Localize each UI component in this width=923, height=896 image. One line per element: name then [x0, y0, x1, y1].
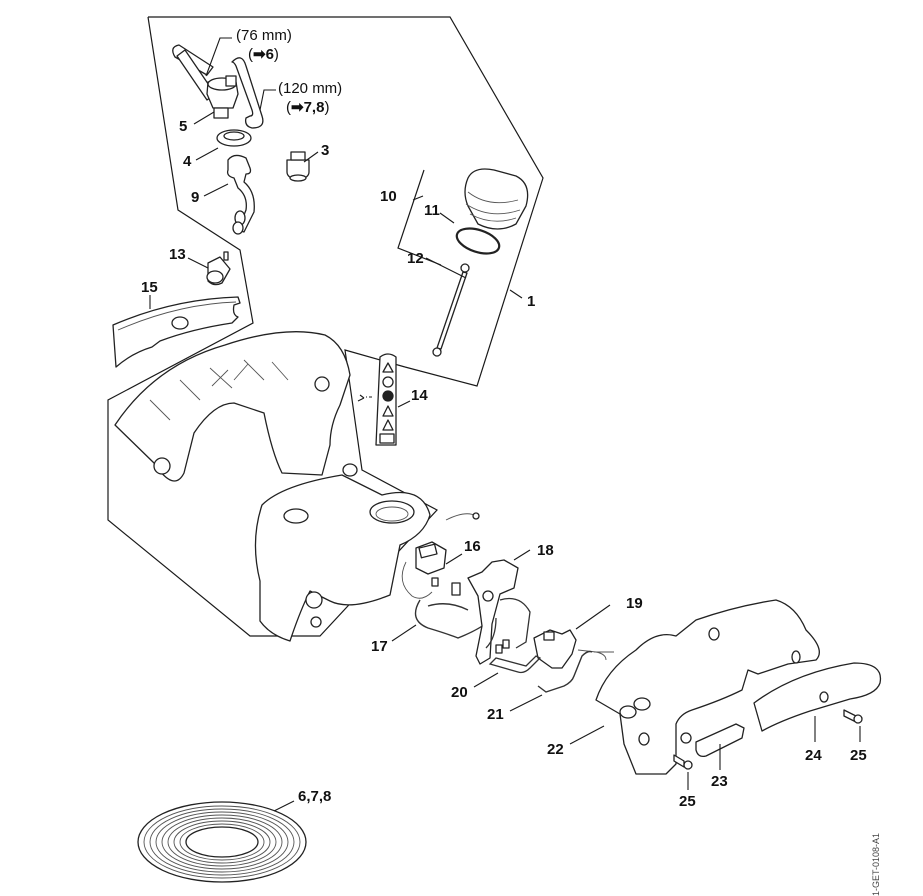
- part-handle-molding: [595, 599, 820, 775]
- callout-19: 19: [626, 595, 643, 612]
- top-group-outline-left: [107, 16, 438, 637]
- hose-76mm-ref: (➡6): [248, 46, 279, 63]
- part-handle-cover: [753, 662, 882, 732]
- part-spring-clip: [488, 655, 542, 674]
- part-warning-label: [357, 353, 397, 446]
- part-o-ring: [455, 227, 501, 255]
- part-lock-lever: [680, 723, 745, 758]
- hose-120mm-length: (120 mm): [278, 80, 342, 97]
- callout-9: 9: [191, 189, 199, 206]
- part-switch-housing: [533, 629, 614, 669]
- part-pickup-filter: [286, 151, 310, 182]
- hose-76mm-length: (76 mm): [236, 27, 292, 44]
- callout-labels: 1 3 4 5 9 10 11 12 13 14 15 16 17 18 19 …: [141, 118, 867, 810]
- leader-lines: [149, 37, 861, 812]
- callout-20: 20: [451, 684, 468, 701]
- part-wire-spring: [537, 650, 593, 693]
- callout-18: 18: [537, 542, 554, 559]
- callout-25-left: 25: [679, 793, 696, 810]
- callout-11: 11: [424, 202, 440, 219]
- hose-120mm-annotation: (120 mm) (➡7,8): [278, 80, 342, 116]
- part-fuel-hose: [226, 154, 255, 235]
- hose-120mm-ref: (➡7,8): [286, 99, 329, 116]
- part-annular-buffer: [206, 251, 231, 286]
- arrow-right-icon: ➡: [291, 99, 304, 116]
- callout-6-7-8: 6,7,8: [298, 788, 331, 805]
- arrow-right-icon: ➡: [253, 46, 266, 63]
- hose-76mm-annotation: (76 mm) (➡6): [236, 27, 292, 63]
- callout-22: 22: [547, 741, 564, 758]
- part-hose-coil: [137, 801, 307, 883]
- bracket-10: [397, 169, 442, 266]
- part-switch: [401, 512, 480, 599]
- part-screw-left: [673, 754, 693, 770]
- callout-24: 24: [805, 747, 822, 764]
- callout-17: 17: [371, 638, 388, 655]
- part-screw-right: [843, 709, 863, 724]
- callout-21: 21: [487, 706, 504, 723]
- callout-23: 23: [711, 773, 728, 790]
- callout-3: 3: [321, 142, 329, 159]
- callout-25-right: 25: [850, 747, 867, 764]
- callout-14: 14: [411, 387, 428, 404]
- top-group-outline: [148, 16, 544, 387]
- callout-5: 5: [179, 118, 187, 135]
- callout-4: 4: [183, 153, 192, 170]
- callout-10: 10: [380, 188, 397, 205]
- part-retainer-strap: [432, 263, 470, 357]
- callout-1: 1: [527, 293, 535, 310]
- part-hose-76mm: [172, 44, 216, 101]
- part-throttle-trigger: [467, 559, 531, 665]
- part-filler-cap: [464, 168, 529, 230]
- part-vent-valve: [206, 75, 239, 119]
- part-wiring-harness: [414, 577, 489, 639]
- callout-15: 15: [141, 279, 158, 296]
- part-fuel-tank-housing: [114, 331, 431, 642]
- callout-16: 16: [464, 538, 481, 555]
- callout-13: 13: [169, 246, 186, 263]
- callout-12: 12: [407, 250, 424, 267]
- part-hose-120mm: [231, 57, 264, 129]
- part-cover: [112, 296, 241, 368]
- document-id: 1-GET-0108-A1: [871, 833, 881, 896]
- part-grommet: [216, 129, 252, 147]
